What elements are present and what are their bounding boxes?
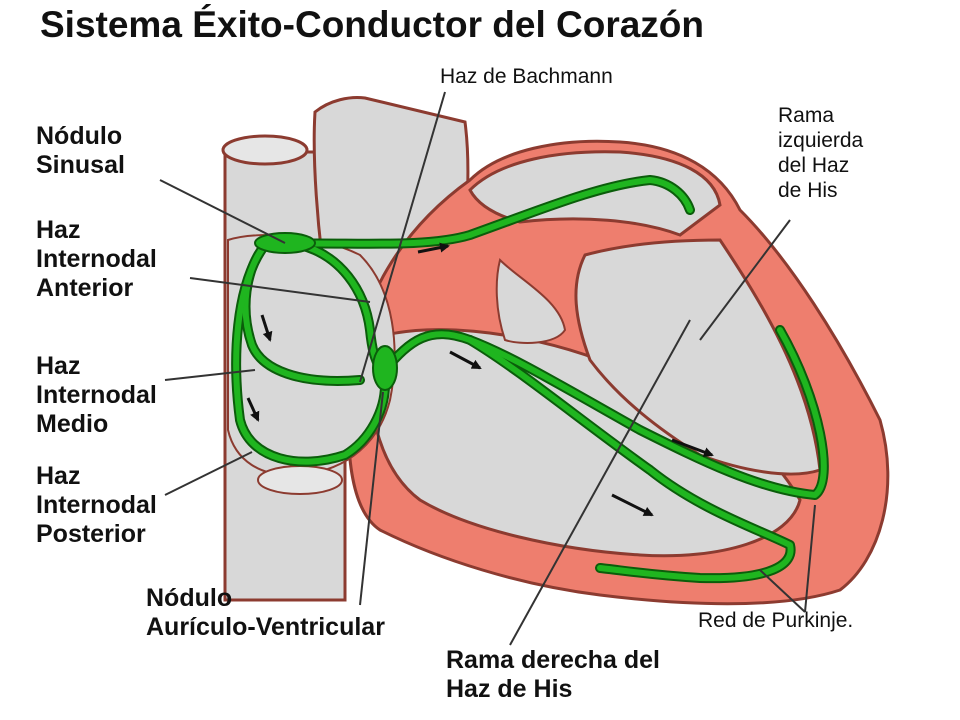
label-nodulo-sinusal: Nódulo Sinusal (36, 122, 125, 179)
label-rama-derecha: Rama derecha del Haz de His (446, 646, 660, 703)
label-haz-internodal-posterior: Haz Internodal Posterior (36, 462, 157, 548)
label-haz-internodal-medio: Haz Internodal Medio (36, 352, 157, 438)
conduction-system (231, 175, 829, 584)
label-haz-internodal-anterior: Haz Internodal Anterior (36, 216, 157, 302)
label-rama-izquierda: Rama izquierda del Haz de His (778, 104, 864, 202)
label-haz-bachmann: Haz de Bachmann (440, 65, 613, 88)
leader-lines (159, 91, 816, 646)
direction-arrows (246, 242, 714, 517)
diagram-title: Sistema Éxito-Conductor del Corazón (40, 4, 705, 45)
label-red-purkinje: Red de Purkinje. (698, 609, 854, 632)
av-node-mark (372, 345, 398, 391)
label-nodulo-av: Nódulo Aurículo-Ventricular (146, 584, 385, 641)
